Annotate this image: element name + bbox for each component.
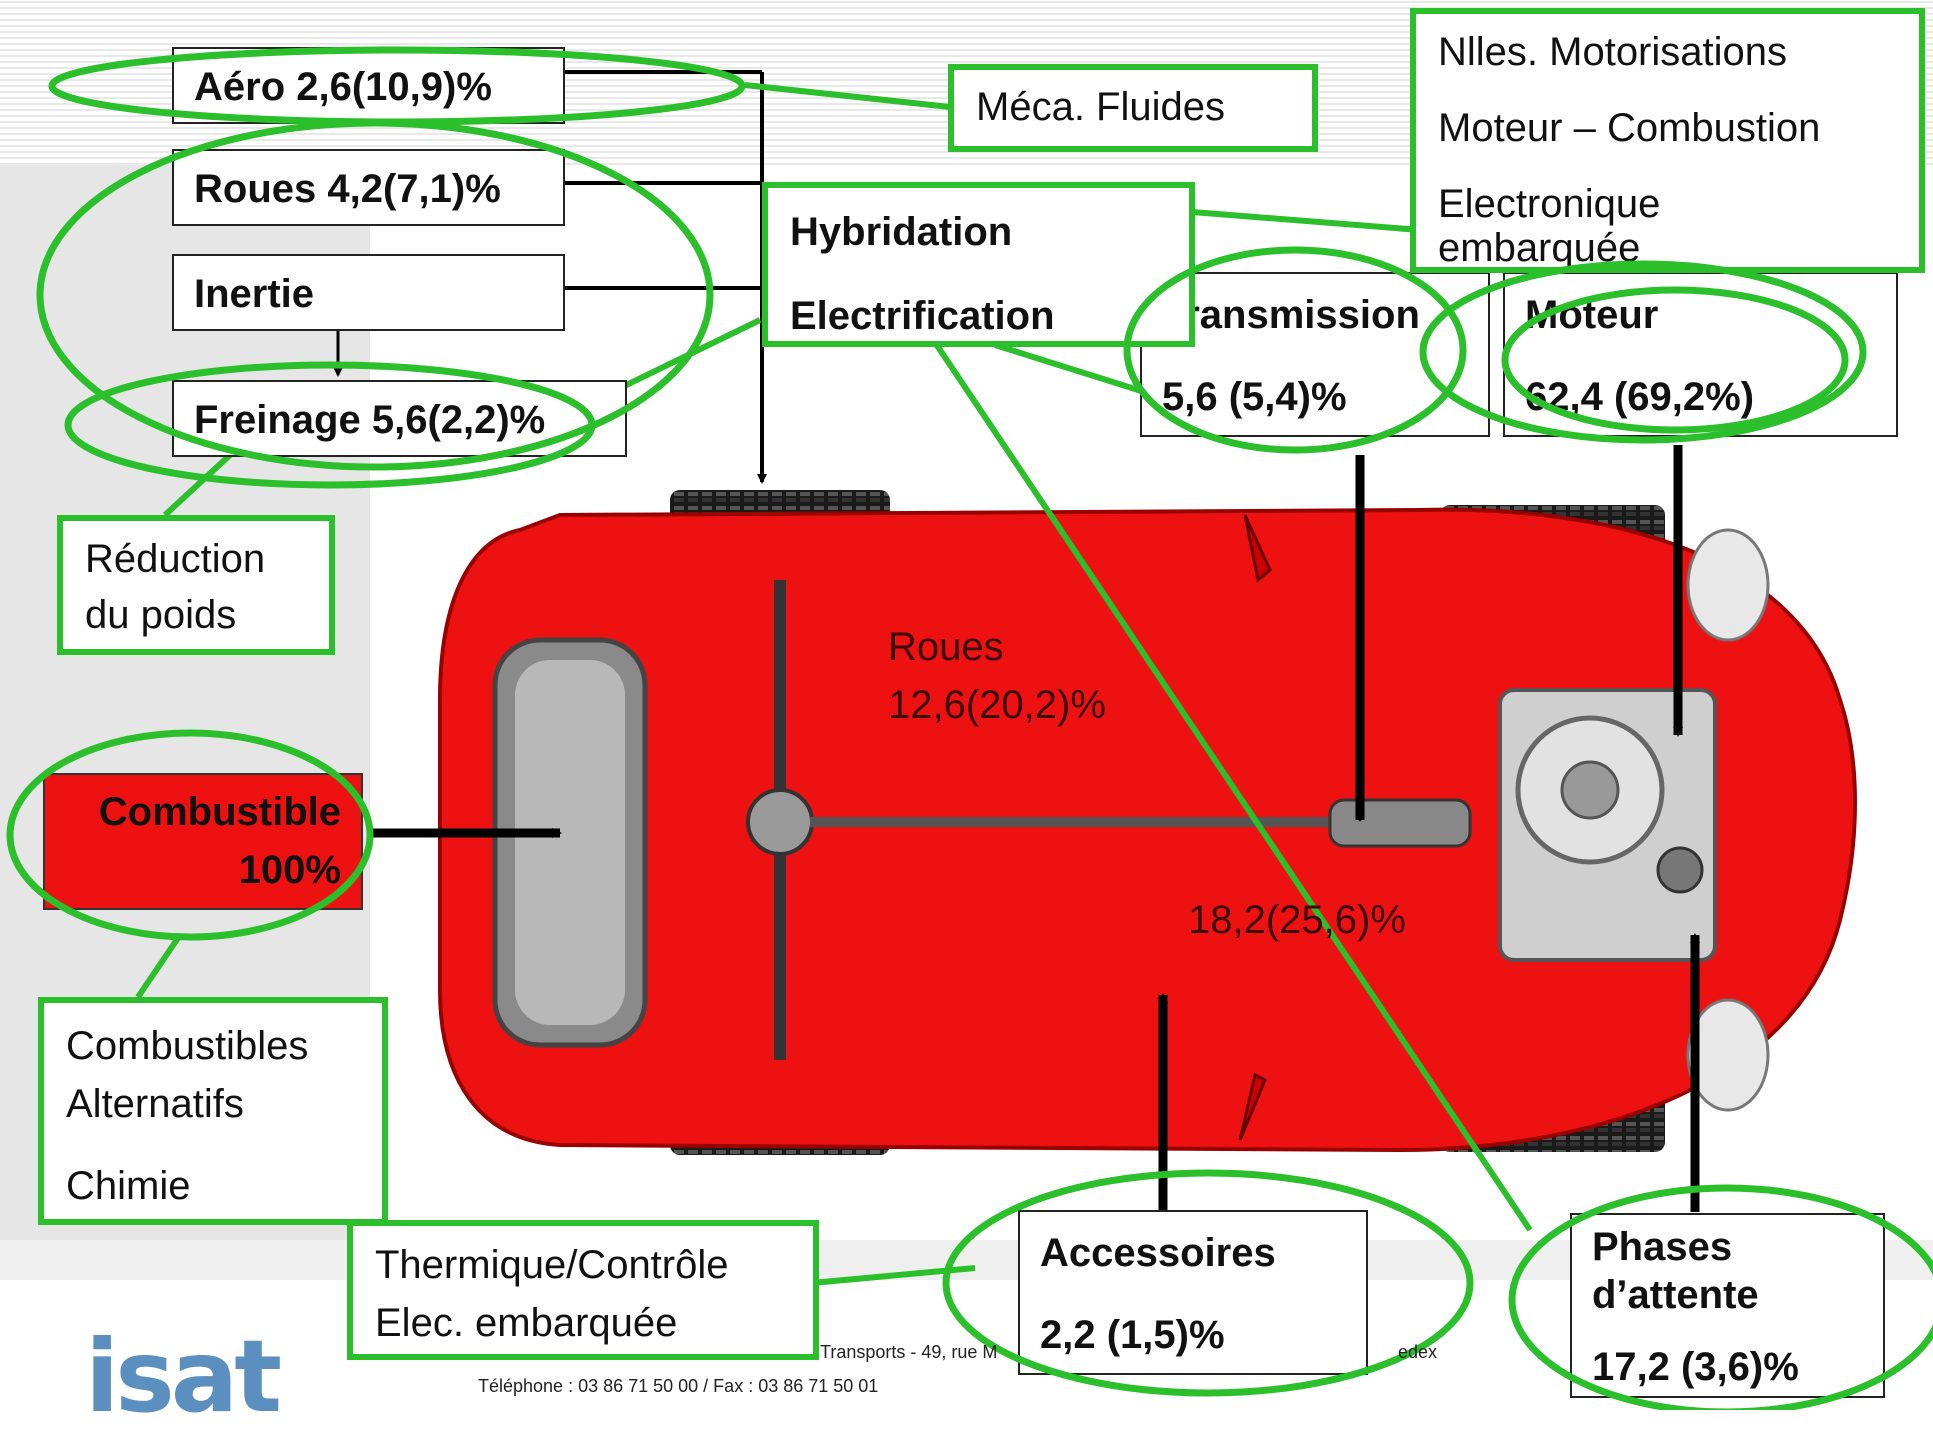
phases-value: 17,2 (3,6)% [1592,1343,1883,1391]
driveline-value: 18,2(25,6)% [1188,898,1406,943]
accessoires-box: Accessoires 2,2 (1,5)% [1018,1210,1368,1375]
elec-embarquee-label: Elec. embarquée [375,1294,791,1352]
transmission-label: Transmission [1162,274,1488,356]
electrification-label: Electrification [790,274,1167,358]
motorisations-box: Nlles. Motorisations Moteur – Combustion… [1410,8,1925,273]
thermique-label: Thermique/Contrôle [375,1236,791,1294]
moteur-combustion-label: Moteur – Combustion [1438,90,1897,166]
footer-address-1: Transports - 49, rue M [820,1342,997,1363]
differential [748,790,812,854]
roues-loss-box: Roues 4,2(7,1)% [172,149,565,226]
hybridation-box: Hybridation Electrification [762,182,1195,347]
electronique-label-2: embarquée [1438,226,1897,270]
thermique-box: Thermique/Contrôle Elec. embarquée [347,1220,819,1360]
moteur-value: 62,4 (69,2%) [1525,356,1896,438]
combustible-label: Combustible [65,783,341,841]
inertie-box: Inertie [172,254,565,331]
freinage-loss-box: Freinage 5,6(2,2)% [172,380,627,457]
footer-address-2: edex [1398,1342,1437,1363]
transmission-value: 5,6 (5,4)% [1162,356,1488,438]
comb-alt-label-1: Combustibles [66,1017,360,1075]
combustible-box: Combustible 100% [43,773,363,910]
accessoires-label: Accessoires [1040,1212,1366,1294]
roues-total-label: Roues [888,625,1004,670]
meca-fluides-box: Méca. Fluides [948,64,1318,152]
motorisations-label: Nlles. Motorisations [1438,14,1897,90]
combustibles-alternatifs-box: Combustibles Alternatifs Chimie [38,997,388,1225]
phases-label-1: Phases [1592,1223,1883,1271]
roues-total-value: 12,6(20,2)% [888,683,1106,728]
moteur-box: Moteur 62,4 (69,2%) [1503,272,1898,437]
headlight-bottom [1688,1000,1768,1110]
isat-logo: isat [85,1318,278,1435]
moteur-label: Moteur [1525,274,1896,356]
reduction-label-2: du poids [85,587,307,643]
hybridation-label: Hybridation [790,190,1167,274]
reduction-label-1: Réduction [85,531,307,587]
electronique-label-1: Electronique [1438,182,1897,226]
phases-label-2: d’attente [1592,1271,1883,1319]
chimie-label: Chimie [66,1157,360,1215]
phases-attente-box: Phases d’attente 17,2 (3,6)% [1570,1213,1885,1398]
reduction-poids-box: Réduction du poids [57,515,335,655]
accessoires-value: 2,2 (1,5)% [1040,1294,1366,1376]
aero-loss-box: Aéro 2,6(10,9)% [172,47,565,124]
footer-phone: Téléphone : 03 86 71 50 00 / Fax : 03 86… [478,1376,878,1397]
combustible-value: 100% [65,841,341,899]
comb-alt-label-2: Alternatifs [66,1075,360,1133]
headlight-top [1688,530,1768,640]
